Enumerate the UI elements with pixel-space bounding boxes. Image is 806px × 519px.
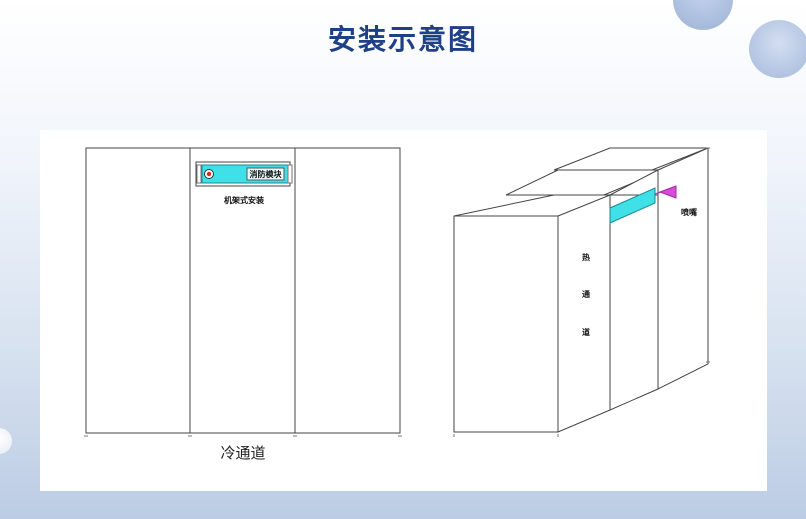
module-indicator-light (206, 171, 212, 177)
fire-module (609, 187, 656, 224)
nozzle-label: 喷嘴 (681, 207, 697, 217)
hot-aisle-char: 通 (582, 289, 590, 299)
module-label-box (246, 167, 285, 181)
front-view (84, 147, 402, 437)
cabinet-row-outline (85, 147, 401, 434)
installation-diagram: 消防模块 机架式安装 冷通道 热 通 道 喷嘴 (84, 147, 710, 462)
rack-ear (287, 164, 293, 184)
rack-ear (196, 164, 202, 184)
install-method-label: 机架式安装 (224, 195, 264, 205)
cold-aisle-label: 冷通道 (220, 444, 265, 462)
isometric-view (453, 147, 710, 437)
page-title: 安装示意图 (327, 23, 478, 56)
cabinet-side (557, 194, 611, 433)
diagram-panel: 消防模块 机架式安装 冷通道 热 通 道 喷嘴 (40, 130, 767, 491)
hot-aisle-char: 道 (582, 327, 590, 337)
decorative-bubble (0, 428, 12, 454)
nozzle-pipe (654, 191, 662, 195)
hot-aisle-char: 热 (582, 252, 590, 262)
module-label: 消防模块 (250, 169, 283, 179)
nozzle-icon (658, 185, 677, 199)
cabinet-side (657, 147, 709, 390)
cabinet-front-face (453, 215, 559, 433)
decorative-bubble (749, 20, 806, 78)
